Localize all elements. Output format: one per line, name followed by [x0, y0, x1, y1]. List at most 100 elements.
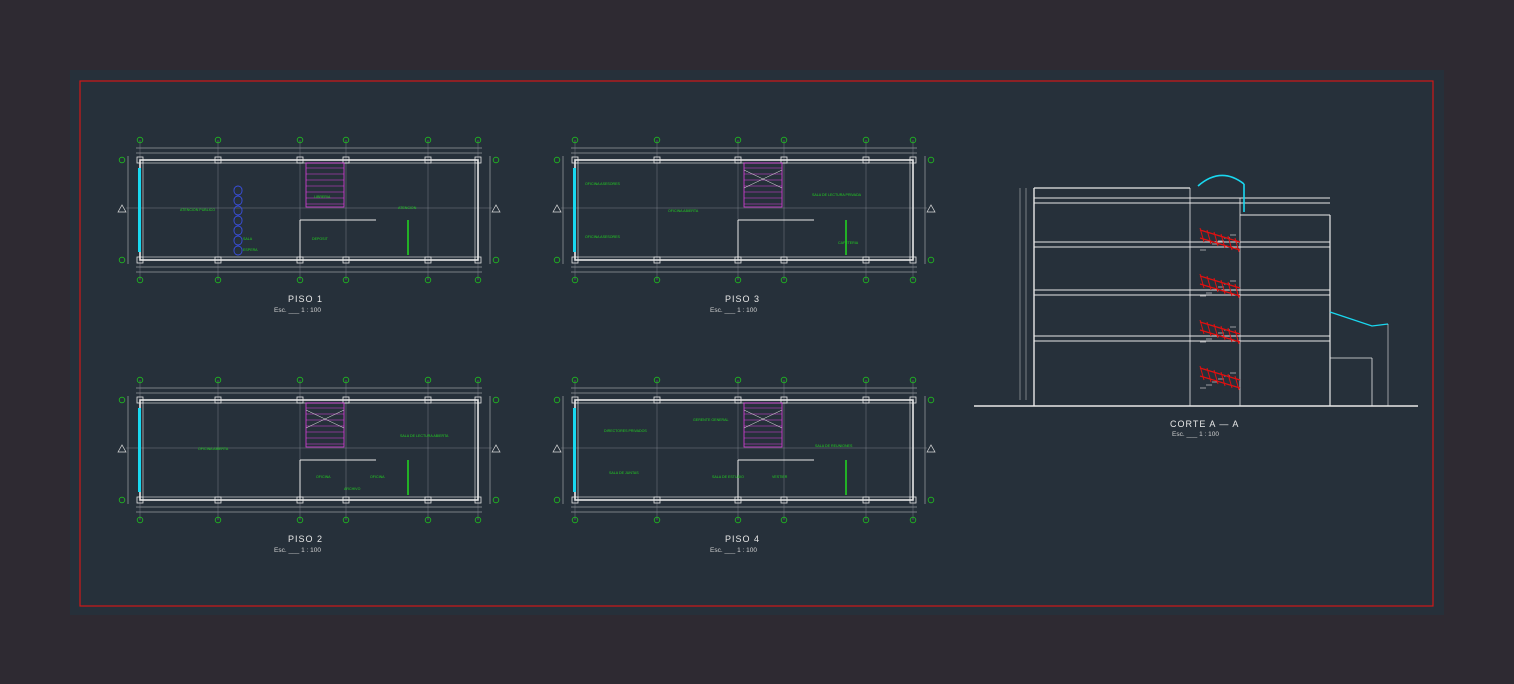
column	[424, 396, 432, 404]
axis-bubble	[653, 276, 661, 284]
column	[571, 396, 579, 404]
column	[424, 156, 432, 164]
column	[474, 256, 482, 264]
section-marker-right	[491, 204, 501, 213]
room-label: DIRECTORES PRIVADOS	[604, 429, 647, 433]
axis-bubble	[492, 156, 500, 164]
room-label: OFICINA	[370, 475, 385, 479]
section-marker-right	[926, 444, 936, 453]
axis-bubble	[214, 136, 222, 144]
column	[780, 156, 788, 164]
column	[474, 156, 482, 164]
railing-top	[1199, 275, 1241, 289]
room-label: DEPOSIT	[312, 237, 329, 241]
room-label: GERENTE GENERAL	[693, 418, 729, 422]
room-label: OFICINA	[316, 475, 331, 479]
annex-roof	[1329, 311, 1389, 327]
axis-bubble	[424, 136, 432, 144]
axis-bubble	[862, 136, 870, 144]
axis-bubble	[927, 256, 935, 264]
axis-bubble	[342, 376, 350, 384]
column	[734, 156, 742, 164]
title-corte-a-a: CORTE A — A	[1170, 419, 1240, 429]
railing-bottom	[1199, 283, 1241, 297]
axis-bubble	[571, 276, 579, 284]
title-piso-2: PISO 2	[288, 534, 324, 544]
column	[862, 496, 870, 504]
column	[780, 496, 788, 504]
room-label: SALA DE ESTUDIO	[712, 475, 744, 479]
room-label: OFICINA ASESORES	[585, 235, 621, 239]
railing-bottom	[1199, 375, 1241, 389]
axis-bubble	[553, 156, 561, 164]
room-label: CAFETERIA	[838, 241, 859, 245]
column	[909, 396, 917, 404]
railing-bottom	[1199, 329, 1241, 343]
axis-bubble	[780, 516, 788, 524]
room-label: VESTIER	[772, 475, 788, 479]
column	[734, 396, 742, 404]
axis-bubble	[424, 276, 432, 284]
column	[780, 256, 788, 264]
axis-bubble	[492, 496, 500, 504]
axis-bubble	[734, 136, 742, 144]
axis-bubble	[862, 376, 870, 384]
axis-bubble	[424, 376, 432, 384]
roof-skylight	[1197, 174, 1245, 187]
axis-bubble	[118, 496, 126, 504]
column	[296, 396, 304, 404]
section-marker-right	[926, 204, 936, 213]
axis-bubble	[571, 136, 579, 144]
column	[214, 156, 222, 164]
axis-bubble	[653, 516, 661, 524]
column	[653, 496, 661, 504]
column	[909, 156, 917, 164]
column	[214, 496, 222, 504]
column	[342, 256, 350, 264]
axis-bubble	[136, 276, 144, 284]
furniture-blue	[233, 185, 243, 196]
axis-bubble	[571, 376, 579, 384]
axis-bubble	[571, 516, 579, 524]
room-label: OFICINA ABIERTA	[668, 209, 699, 213]
scale-piso-2: Esc. ___ 1 : 100	[274, 547, 321, 554]
column	[862, 396, 870, 404]
axis-bubble	[214, 516, 222, 524]
column	[136, 396, 144, 404]
room-label: ARCHIVO	[344, 487, 361, 491]
column	[342, 156, 350, 164]
floor-plan-piso-4: DIRECTORES PRIVADOS GERENTE GENERAL SALA D…	[552, 376, 936, 524]
layout-paper	[70, 70, 1444, 615]
axis-bubble	[909, 516, 917, 524]
axis-bubble	[927, 496, 935, 504]
window-left	[573, 168, 576, 252]
axis-bubble	[553, 396, 561, 404]
column	[862, 156, 870, 164]
section-marker-right	[491, 444, 501, 453]
column	[780, 396, 788, 404]
title-piso-1: PISO 1	[288, 294, 324, 304]
column	[862, 256, 870, 264]
drawing-border	[79, 80, 1434, 607]
room-label: SALA DE LECTURA PRIVADA	[812, 193, 862, 197]
section-marker-left	[117, 204, 127, 213]
axis-bubble	[214, 276, 222, 284]
furniture-blue	[233, 205, 243, 216]
room-label: OFICINA ASESORES	[585, 182, 621, 186]
column	[342, 496, 350, 504]
railing-bottom	[1199, 237, 1241, 251]
room-label: ESPERA	[243, 248, 258, 252]
column	[214, 396, 222, 404]
window-left	[573, 408, 576, 492]
room-label: SALA	[243, 237, 253, 241]
axis-bubble	[296, 516, 304, 524]
stair-core	[743, 162, 783, 208]
column	[909, 256, 917, 264]
axis-bubble	[862, 516, 870, 524]
axis-bubble	[909, 276, 917, 284]
axis-bubble	[492, 396, 500, 404]
stair-cross	[743, 169, 783, 189]
